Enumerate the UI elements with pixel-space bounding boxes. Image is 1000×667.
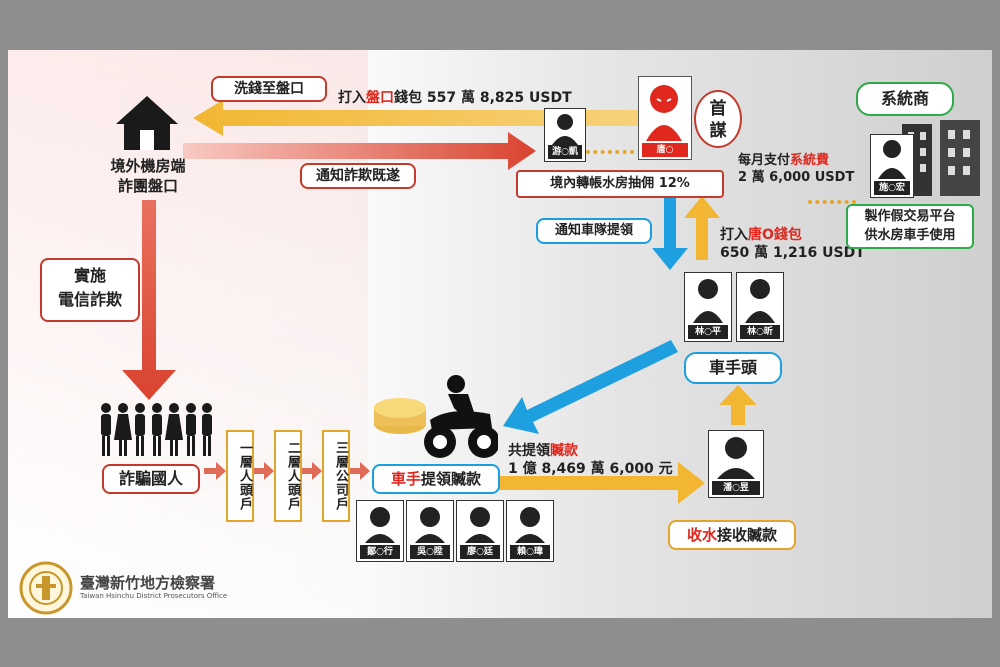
collector-label: 收水接收贓款: [668, 520, 796, 550]
runner-withdraw-label: 車手提領贓款: [372, 464, 500, 494]
victims-label: 詐騙國人: [102, 464, 200, 494]
flow-diagram: 境外機房端 詐團盤口 洗錢至盤口 打入盤口錢包 557 萬 8,825 USDT…: [8, 50, 992, 618]
arrow-notify-fraud: [183, 132, 536, 170]
layer1-account: 一層人頭戶: [226, 430, 254, 522]
arrow-to-collector: [498, 462, 705, 504]
person-name: 游○凱: [548, 145, 582, 159]
person-card: 廖○廷: [456, 500, 504, 562]
person-name: 林○平: [688, 325, 728, 339]
person-card: 吳○陞: [406, 500, 454, 562]
ringleader-badge: 首 謀: [694, 90, 742, 148]
arrow-to-runner-head: [719, 385, 757, 425]
person-name: 林○昕: [740, 325, 780, 339]
person-name: 賴○瑋: [510, 545, 550, 559]
person-card: 鄒○行: [356, 500, 404, 562]
logo-name-zh: 臺灣新竹地方檢察署: [80, 574, 216, 592]
person-card: 賴○瑋: [506, 500, 554, 562]
arrow-commit-fraud: [122, 200, 176, 400]
runner-head-card-2: 林○昕: [736, 272, 784, 342]
water-room-label: 境內轉帳水房抽佣 12%: [516, 170, 724, 198]
arrow-acc2: [252, 462, 274, 480]
person-name: 潘○昱: [712, 481, 760, 495]
dotted-link-vendor: [808, 200, 856, 204]
runner-head-card-1: 林○平: [684, 272, 732, 342]
house-icon: [116, 96, 178, 150]
arrow-to-water-room: [684, 196, 720, 260]
launder-label: 洗錢至盤口: [211, 76, 327, 102]
person-name: 鄒○行: [360, 545, 400, 559]
motorcycle-money-icon: [374, 375, 498, 458]
person-card-you: 游○凱: [544, 108, 586, 162]
arrow-launder: [193, 100, 638, 136]
person-name: 吳○陞: [410, 545, 450, 559]
layer2-account: 二層人頭戶: [274, 430, 302, 522]
dotted-link-you: [586, 150, 634, 154]
vendor-desc-label: 製作假交易平台 供水房車手使用: [846, 204, 974, 249]
person-name: 廖○廷: [460, 545, 500, 559]
logo-name-en: Taiwan Hsinchu District Prosecutors Offi…: [80, 592, 228, 600]
arrow-notify-team: [652, 196, 688, 270]
system-vendor-label: 系統商: [856, 82, 954, 116]
notify-fraud-label: 通知詐欺既遂: [300, 163, 416, 189]
arrow-acc3: [300, 462, 322, 480]
arrow-acc4: [348, 462, 370, 480]
arrows-layer: [122, 100, 757, 504]
overseas-platform-label: 境外機房端 詐團盤口: [110, 157, 186, 195]
ringleader-card: 唐○: [638, 76, 692, 160]
runner-head-label: 車手頭: [684, 352, 782, 384]
commit-fraud-label: 實施 電信詐欺: [40, 258, 140, 322]
person-card-shi: 施○宏: [870, 134, 914, 198]
collector-card: 潘○昱: [708, 430, 764, 498]
notify-team-label: 通知車隊提領: [536, 218, 652, 244]
victims-icon: [101, 403, 212, 456]
arrow-acc1: [204, 462, 226, 480]
wallet-platform-text: 打入盤口錢包 557 萬 8,825 USDT: [338, 90, 572, 106]
arrow-dispatch: [503, 340, 678, 434]
prosecutors-seal-icon: [19, 561, 73, 615]
layer3-account: 三層公司戶: [322, 430, 350, 522]
person-name: 施○宏: [874, 181, 910, 195]
person-name: 唐○: [642, 143, 688, 157]
